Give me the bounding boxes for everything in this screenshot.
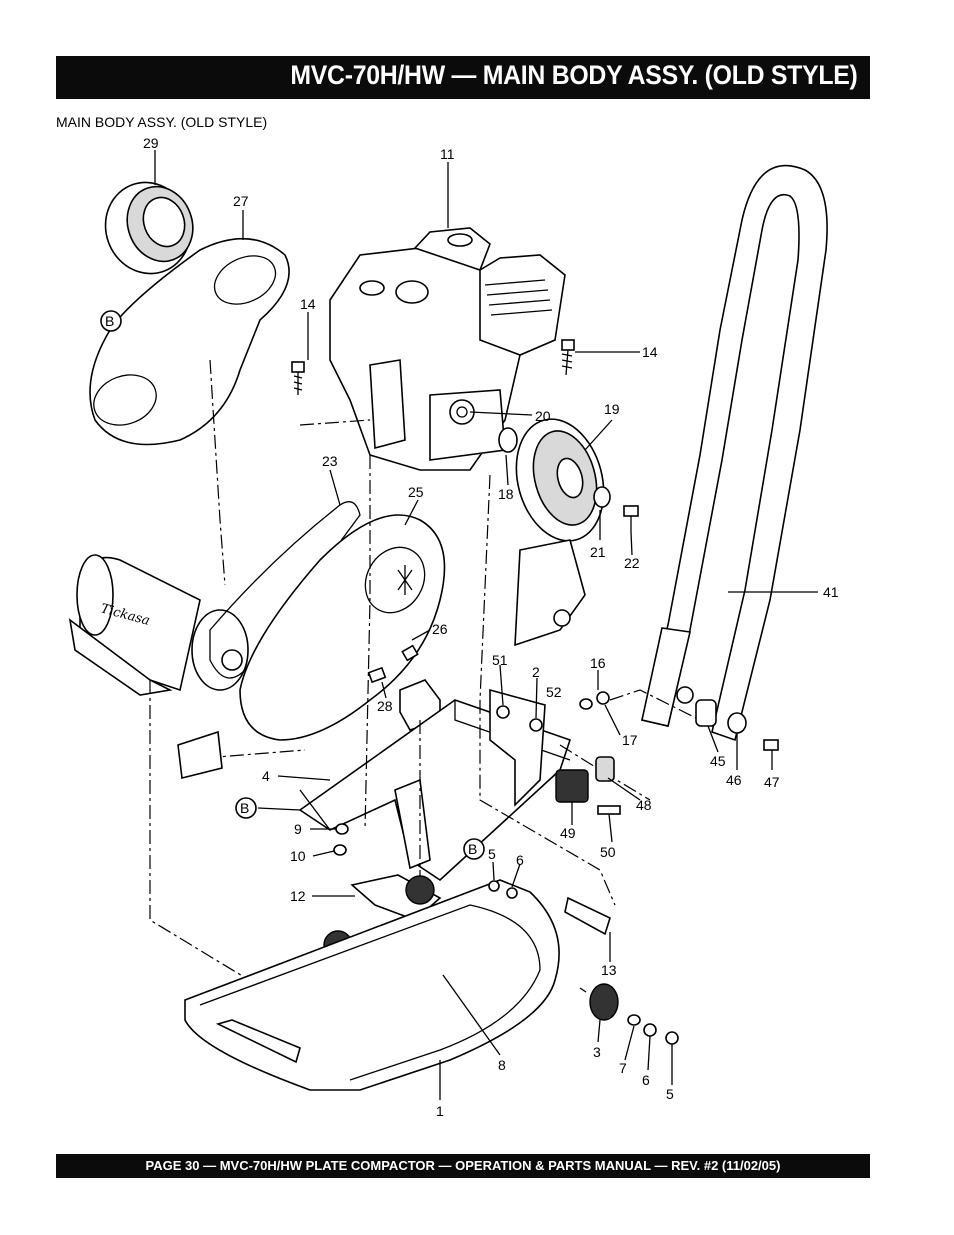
callout-27: 27 [233, 193, 249, 209]
callout-12: 12 [290, 888, 306, 904]
callout-10: 10 [290, 848, 306, 864]
bolt-part-22 [623, 505, 639, 532]
callout-14-left: 14 [300, 296, 316, 312]
callout-26: 26 [432, 621, 448, 637]
base-plate-part-1 [184, 879, 560, 1091]
reference-b-center: B [463, 838, 485, 860]
callout-51: 51 [492, 652, 508, 668]
nut-part-51 [496, 705, 510, 719]
bolt-part-14-left [291, 361, 305, 395]
belt-part-23 [209, 501, 361, 679]
callout-6-lower: 6 [642, 1072, 650, 1088]
washer-part-10 [333, 844, 347, 856]
washer-part-7 [627, 1014, 641, 1026]
washer-part-6-upper [506, 887, 518, 899]
callout-5-lower: 5 [666, 1086, 674, 1102]
page-title: MVC-70H/HW — MAIN BODY ASSY. (OLD STYLE) [290, 60, 858, 90]
spacer-part-45 [695, 699, 717, 727]
callout-18: 18 [498, 486, 514, 502]
callout-28: 28 [377, 698, 393, 714]
callout-1: 1 [436, 1103, 444, 1119]
callout-labels: 29 27 11 14 14 20 19 18 23 25 21 22 41 2… [143, 135, 839, 1119]
callout-5-upper: 5 [488, 846, 496, 862]
handle-part-41 [641, 164, 828, 742]
bolt-part-47 [763, 739, 779, 751]
svg-text:B: B [240, 800, 249, 816]
callout-19: 19 [604, 401, 620, 417]
callout-29: 29 [143, 135, 159, 151]
nut-part-17 [596, 691, 610, 705]
nut-part-5-upper [488, 880, 500, 892]
callout-13: 13 [601, 962, 617, 978]
callout-2: 2 [532, 664, 540, 680]
label-plate [177, 730, 223, 779]
figure-caption: MAIN BODY ASSY. (OLD STYLE) [56, 114, 268, 130]
callout-17: 17 [622, 732, 638, 748]
callout-9: 9 [294, 821, 302, 837]
spacer-part-18 [498, 427, 518, 453]
svg-text:B: B [468, 841, 477, 857]
reference-marks: B B B [100, 310, 485, 860]
bolt-part-26 [401, 644, 419, 662]
callout-6-upper: 6 [516, 852, 524, 868]
callout-14-right: 14 [642, 344, 658, 360]
page-title-bar: MVC-70H/HW — MAIN BODY ASSY. (OLD STYLE) [56, 56, 870, 99]
page-footer-bar: PAGE 30 — MVC-70H/HW PLATE COMPACTOR — O… [56, 1154, 870, 1178]
callout-20: 20 [535, 408, 551, 424]
rubber-mount-part-3 [579, 983, 619, 1021]
nut-part-5-lower [665, 1031, 679, 1045]
callout-45: 45 [710, 753, 726, 769]
pulley-part-19 [515, 418, 605, 542]
belt-cover-part-27 [89, 237, 290, 446]
leader-lines [154, 150, 818, 1100]
belt-cover-part-25 [239, 514, 446, 741]
callout-7: 7 [619, 1060, 627, 1076]
bolt-part-28 [367, 666, 387, 684]
nut-part-6-lower [643, 1023, 657, 1037]
callout-11: 11 [440, 146, 455, 162]
page-footer-text: PAGE 30 — MVC-70H/HW PLATE COMPACTOR — O… [145, 1158, 781, 1173]
bolt-part-14-right [561, 339, 575, 376]
callout-25: 25 [408, 484, 424, 500]
spacer-part-48 [595, 756, 615, 782]
callout-8: 8 [498, 1057, 506, 1073]
callout-4: 4 [262, 768, 270, 784]
pulley-part-29 [104, 181, 194, 275]
washer-part-46 [727, 712, 747, 734]
washer-part-16 [579, 698, 593, 710]
nut-part-52 [529, 718, 543, 732]
callout-52: 52 [546, 684, 562, 700]
washer-part-21 [593, 486, 611, 508]
svg-text:B: B [105, 313, 114, 329]
callout-49: 49 [560, 825, 576, 841]
block-part-49 [555, 769, 589, 803]
callout-21: 21 [590, 544, 606, 560]
callout-47: 47 [764, 774, 780, 790]
callout-22: 22 [624, 555, 640, 571]
exciter-assembly: Tickasa [68, 554, 249, 696]
callout-3: 3 [593, 1044, 601, 1060]
nut-part-9 [335, 823, 349, 835]
engine-bracket [514, 539, 586, 647]
callout-41: 41 [823, 584, 839, 600]
bracket-part-13 [564, 896, 611, 936]
callout-48: 48 [636, 797, 652, 813]
engine-part-11 [329, 227, 566, 471]
callout-23: 23 [322, 453, 338, 469]
reference-b-left: B [235, 797, 257, 819]
callout-46: 46 [726, 772, 742, 788]
callout-16: 16 [590, 655, 606, 671]
reference-b-top: B [100, 310, 122, 332]
callout-50: 50 [600, 844, 616, 860]
bolt-part-50 [597, 805, 621, 815]
exploded-parts-diagram: Tickasa [68, 135, 839, 1119]
